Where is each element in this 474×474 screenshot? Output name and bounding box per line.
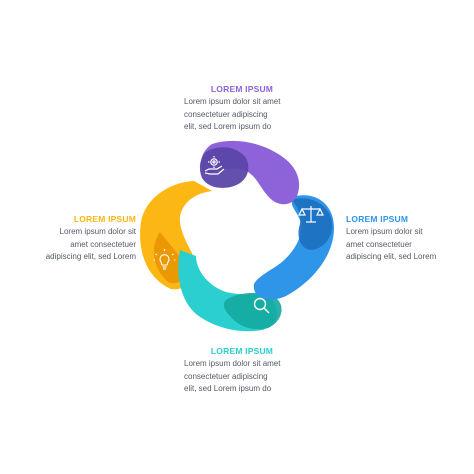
petal-top bbox=[199, 140, 300, 205]
step-right-title: LOREM IPSUM bbox=[346, 214, 409, 224]
step-top-line-3: elit, sed Lorem ipsum do bbox=[184, 122, 272, 131]
gear-hand-icon bbox=[204, 156, 225, 175]
step-top-title: LOREM IPSUM bbox=[210, 84, 274, 94]
step-bottom-line-2: consectetuer adipiscing bbox=[184, 371, 268, 381]
step-bottom-line-1: Lorem ipsum dolor sit amet bbox=[184, 359, 281, 368]
step-left-title: LOREM IPSUM bbox=[73, 214, 136, 224]
lightbulb-icon bbox=[153, 249, 176, 270]
step-left-text: LOREM IPSUM Lorem ipsum dolor sit amet c… bbox=[30, 214, 136, 264]
step-right-text: LOREM IPSUM Lorem ipsum dolor sit amet c… bbox=[346, 214, 456, 264]
step-top-text: LOREM IPSUM Lorem ipsum dolor sit amet c… bbox=[184, 84, 300, 134]
petal-right bbox=[253, 195, 334, 300]
petal-bottom bbox=[178, 250, 282, 332]
step-left-line-3: adipiscing elit, sed Lorem bbox=[45, 252, 136, 261]
step-top-description: Lorem ipsum dolor sit amet consectetuer … bbox=[184, 96, 300, 134]
step-right-line-3: adipiscing elit, sed Lorem bbox=[346, 252, 437, 261]
scales-icon bbox=[298, 206, 324, 223]
step-right-line-1: Lorem ipsum dolor sit bbox=[346, 227, 423, 236]
magnifier-icon bbox=[253, 297, 270, 314]
step-left-line-1: Lorem ipsum dolor sit bbox=[59, 227, 136, 236]
step-right-description: Lorem ipsum dolor sit amet consectetuer … bbox=[346, 226, 456, 264]
step-bottom-description: Lorem ipsum dolor sit amet consectetuer … bbox=[184, 358, 300, 396]
step-bottom-title: LOREM IPSUM bbox=[210, 346, 274, 356]
step-top-line-2: consectetuer adipiscing bbox=[184, 109, 268, 119]
step-right-line-2: amet consectetuer bbox=[346, 239, 412, 249]
step-top-line-1: Lorem ipsum dolor sit amet bbox=[184, 97, 281, 106]
step-left-description: Lorem ipsum dolor sit amet consectetuer … bbox=[30, 226, 136, 264]
step-left-line-2: amet consectetuer bbox=[70, 239, 136, 249]
step-bottom-line-3: elit, sed Lorem ipsum do bbox=[184, 384, 272, 393]
step-bottom-text: LOREM IPSUM Lorem ipsum dolor sit amet c… bbox=[184, 346, 300, 396]
